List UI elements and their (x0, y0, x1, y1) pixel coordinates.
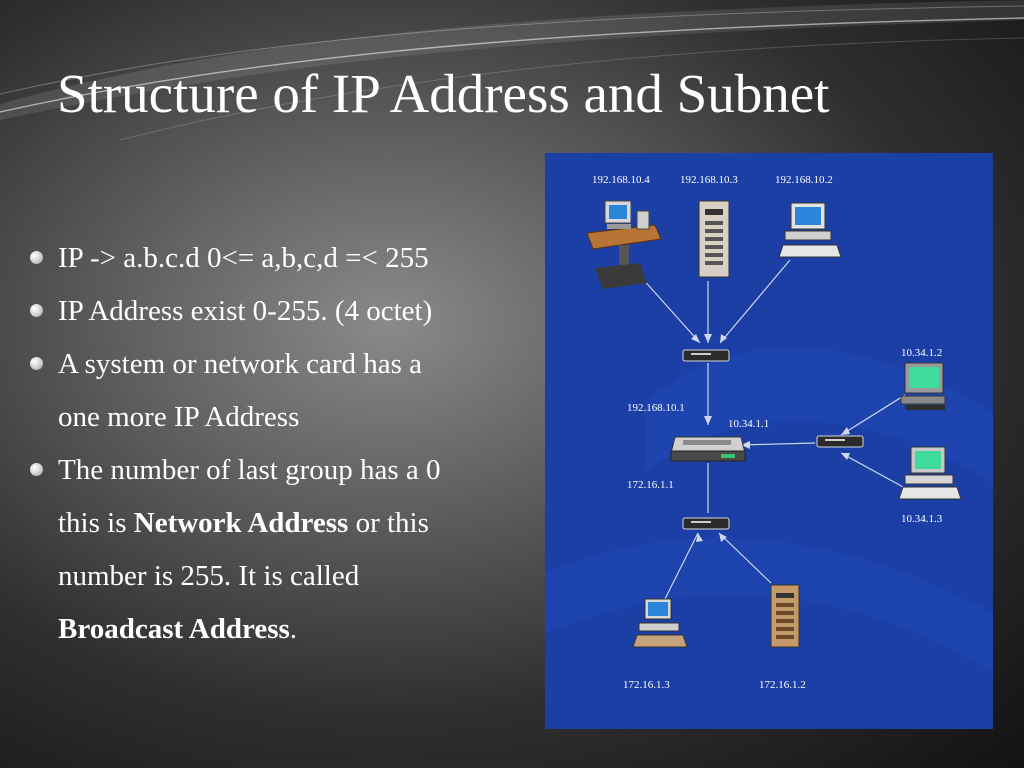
arrowhead (704, 416, 712, 425)
link-pc-bottom-to-hub2 (664, 532, 699, 600)
hub-right (816, 435, 864, 448)
link-hubright-to-router (740, 442, 816, 446)
node-label: 10.34.1.3 (901, 513, 943, 525)
text-segment: IP -> a.b.c.d 0<= a,b,c,d =< 255 (58, 242, 429, 274)
slide-title: Structure of IP Address and Subnet (57, 63, 830, 124)
bullet-dot-icon (30, 463, 43, 476)
router-hub-1: 192.168.10.1 (627, 349, 730, 414)
arrowhead (841, 453, 850, 460)
desktop-pc-top: 192.168.10.2 (775, 174, 842, 258)
bullet-continuation-line: one more IP Address (28, 391, 548, 444)
bullet-continuation-line: number is 255. It is called (28, 550, 548, 603)
arrowhead (741, 441, 750, 449)
bold-text-segment: Network Address (133, 507, 349, 539)
router-icon (670, 436, 746, 462)
text-segment: The number of last group has a 0 (58, 454, 441, 486)
pc-right-upper: 10.34.1.2 (900, 347, 946, 410)
desktop-computer-icon (898, 446, 962, 500)
link-server-bottom-to-hub2 (718, 532, 772, 584)
pc-right-lower: 10.34.1.3 (898, 446, 962, 525)
link-pc-right-upper-to-hubright (840, 394, 906, 436)
node-label: 192.168.10.1 (627, 402, 685, 414)
text-segment: this is (58, 507, 134, 539)
bullet-dot-icon (30, 357, 43, 370)
node-label: 172.16.1.3 (623, 679, 670, 691)
text-segment: one more IP Address (58, 401, 300, 433)
arrowhead (719, 533, 727, 542)
hub-icon (682, 349, 730, 362)
text-segment: A system or network card has a (58, 348, 423, 380)
link-pc-to-hub1 (719, 259, 791, 344)
arrowhead (841, 427, 850, 435)
header-swoosh-decoration (0, 0, 1024, 140)
node-label: 172.16.1.1 (627, 479, 674, 491)
text-segment: number is 255. It is called (58, 560, 360, 592)
bullet-item: The number of last group has a 0 (28, 444, 548, 497)
text-segment: or this (348, 507, 429, 539)
router-hub-2: 172.16.1.1 (627, 479, 730, 530)
arrowhead (720, 334, 727, 343)
link-pc-right-lower-to-hubright (840, 452, 906, 489)
node-label: 192.168.10.2 (775, 174, 833, 186)
text-segment: . (289, 613, 298, 645)
server-bottom: 172.16.1.2 (759, 584, 806, 691)
node-label: 192.168.10.4 (592, 174, 650, 186)
network-diagram: 192.168.10.4 192.168.10.3 192.168.10.2 (545, 153, 993, 729)
bullet-dot-icon (30, 251, 43, 264)
server-tower-icon (698, 200, 730, 278)
bullet-item: A system or network card has a (28, 338, 548, 391)
desk-workstation: 192.168.10.4 (586, 174, 662, 289)
desk-computer-icon (586, 200, 662, 289)
bullet-list: IP -> a.b.c.d 0<= a,b,c,d =< 255 IP Addre… (28, 232, 548, 656)
diagram-wave-decoration (545, 538, 993, 673)
bullet-dot-icon (30, 304, 43, 317)
node-label: 192.168.10.3 (680, 174, 738, 186)
pc-bottom-left: 172.16.1.3 (623, 598, 688, 691)
text-segment: IP Address exist 0-255. (4 octet) (58, 295, 433, 327)
desktop-computer-icon (778, 202, 842, 258)
arrowhead (704, 334, 712, 343)
hub-icon (816, 435, 864, 448)
bullet-continuation-line: Broadcast Address. (28, 603, 548, 656)
server-tower-icon (770, 584, 800, 648)
bullet-item: IP Address exist 0-255. (4 octet) (28, 285, 548, 338)
desktop-computer-icon (632, 598, 688, 648)
desktop-computer-icon (900, 362, 946, 410)
main-router: 10.34.1.1 (670, 418, 769, 462)
hub-icon (682, 517, 730, 530)
arrowhead (696, 533, 703, 542)
bold-text-segment: Broadcast Address (58, 613, 290, 645)
bullet-continuation-line: this is Network Address or this (28, 497, 548, 550)
node-label: 10.34.1.2 (901, 347, 942, 359)
node-label: 172.16.1.2 (759, 679, 806, 691)
bullet-item: IP -> a.b.c.d 0<= a,b,c,d =< 255 (28, 232, 548, 285)
arrowhead (691, 334, 700, 343)
tower-server-top: 192.168.10.3 (680, 174, 738, 278)
node-label: 10.34.1.1 (728, 418, 769, 430)
